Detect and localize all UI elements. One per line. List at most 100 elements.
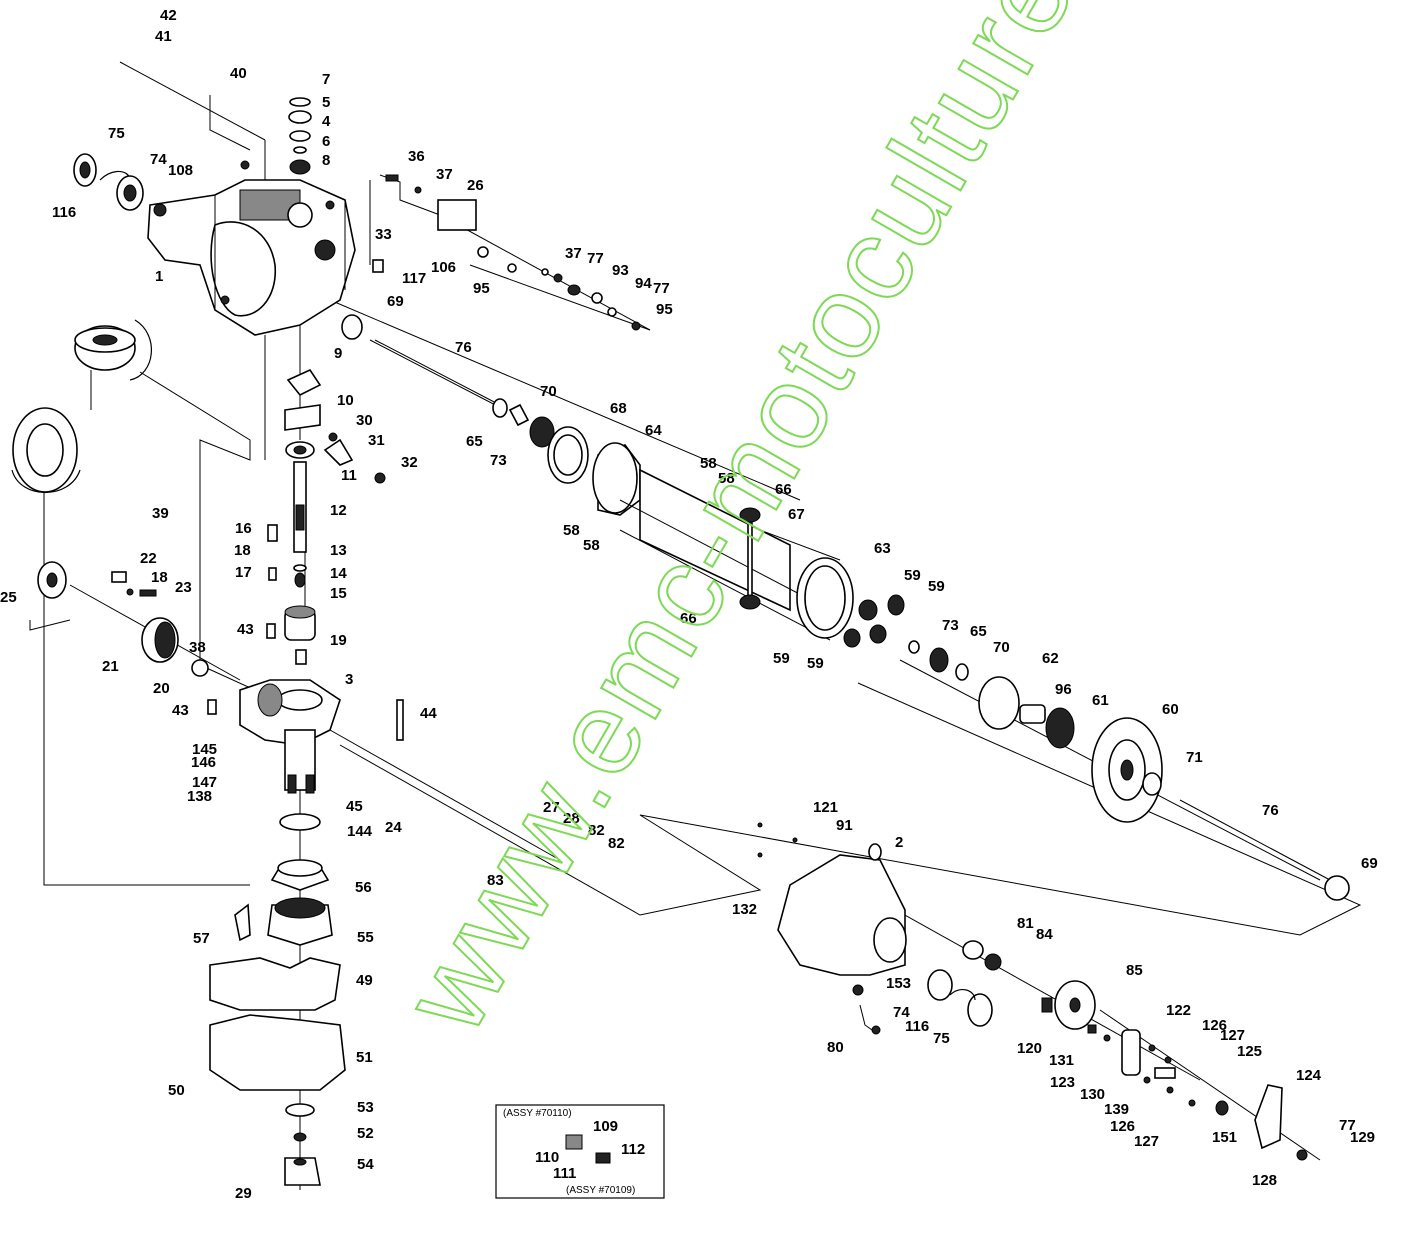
callout-label: 70	[993, 639, 1010, 656]
center-housing-part-3	[207, 679, 404, 794]
callout-label: 21	[102, 658, 119, 675]
callout-label: 20	[153, 680, 170, 697]
callout-label: 30	[356, 412, 373, 429]
callout-label: 17	[235, 564, 252, 581]
callout-label: 9	[334, 345, 342, 362]
callout-label: 38	[189, 639, 206, 656]
left-gear-stack	[111, 571, 209, 677]
callout-label: 85	[1126, 962, 1143, 979]
callout-label: 127	[1134, 1133, 1159, 1150]
callout-label: 129	[1350, 1129, 1375, 1146]
callout-label: 153	[886, 975, 911, 992]
callout-label: 7	[322, 71, 330, 88]
callout-label: 60	[1162, 701, 1179, 718]
callout-label: 146	[191, 754, 216, 771]
callout-label: 23	[175, 579, 192, 596]
inset-label-112: 112	[621, 1141, 645, 1158]
callout-label: 65	[970, 623, 987, 640]
callout-label: 43	[172, 702, 189, 719]
callout-label: 59	[928, 578, 945, 595]
callout-label: 65	[466, 433, 483, 450]
callout-label: 68	[610, 400, 627, 417]
callout-label: 45	[346, 798, 363, 815]
callout-label: 58	[700, 455, 717, 472]
lower-long-shaft-76	[1179, 799, 1350, 901]
vertical-shaft-stack	[266, 97, 386, 665]
callout-label: 74	[893, 1004, 910, 1021]
callout-label: 121	[813, 799, 838, 816]
callout-label: 138	[187, 788, 212, 805]
callout-label: 53	[357, 1099, 374, 1116]
callout-label: 14	[330, 565, 347, 582]
callout-label: 144	[347, 823, 373, 840]
callout-label: 42	[160, 7, 177, 24]
callout-label: 75	[108, 125, 125, 142]
callout-label: 116	[52, 204, 76, 221]
callout-label: 83	[487, 872, 504, 889]
callout-label: 51	[356, 1049, 373, 1066]
callout-label: 59	[773, 650, 790, 667]
callout-label: 31	[368, 432, 385, 449]
callout-label: 127	[1220, 1027, 1245, 1044]
callout-label: 13	[330, 542, 347, 559]
callout-label: 39	[152, 505, 169, 522]
callout-label: 25	[0, 589, 17, 606]
top-right-small-parts	[341, 174, 641, 340]
callout-label: 130	[1080, 1086, 1105, 1103]
thrust-bearing-assembly	[11, 319, 152, 599]
callout-label: 67	[788, 506, 805, 523]
callout-label: 93	[612, 262, 629, 279]
callout-label: 131	[1049, 1052, 1074, 1069]
callout-label: 73	[490, 452, 507, 469]
callout-label: 151	[1212, 1129, 1237, 1146]
callout-label: 55	[357, 929, 374, 946]
callout-label: 123	[1050, 1074, 1075, 1091]
callout-label: 33	[375, 226, 392, 243]
callout-label: 2	[895, 834, 903, 851]
callout-label: 63	[874, 540, 891, 557]
callout-label: 82	[588, 822, 605, 839]
callout-label: 27	[543, 799, 560, 816]
callout-label: 73	[942, 617, 959, 634]
callout-label: 52	[357, 1125, 374, 1142]
callout-label: 5	[322, 94, 330, 111]
callout-label: 126	[1202, 1017, 1227, 1034]
callout-label: 19	[330, 632, 347, 649]
callout-label: 6	[322, 133, 330, 150]
callout-label: 58	[583, 537, 600, 554]
callout-label: 29	[235, 1185, 252, 1202]
callout-label: 75	[933, 1030, 950, 1047]
callout-label: 24	[385, 819, 402, 836]
inset-label-109: 109	[593, 1118, 618, 1135]
callout-label: 41	[155, 28, 172, 45]
callout-label: 128	[1252, 1172, 1277, 1189]
differential-assembly	[547, 426, 1163, 823]
left-bearing-stack	[73, 153, 144, 211]
callout-label: 61	[1092, 692, 1109, 709]
callout-label: 70	[540, 383, 557, 400]
callout-label: 59	[807, 655, 824, 672]
callout-label: 15	[330, 585, 347, 602]
callout-label: 82	[608, 835, 625, 852]
inset-label-110: 110	[535, 1149, 559, 1166]
callout-label: 36	[408, 148, 425, 165]
callout-label: 43	[237, 621, 254, 638]
callout-label: 18	[151, 569, 168, 586]
callout-label: 147	[192, 774, 217, 791]
main-housing-part-1	[147, 160, 356, 336]
callout-label: 62	[1042, 650, 1059, 667]
callout-label: 84	[1036, 926, 1053, 943]
callout-label: 1	[155, 268, 163, 285]
callout-label: 77	[587, 250, 604, 267]
callout-label: 49	[356, 972, 373, 989]
callout-label: 116	[905, 1018, 929, 1035]
callout-label: 95	[473, 280, 490, 297]
callout-label: 66	[680, 610, 697, 627]
callout-label: 91	[836, 817, 853, 834]
assembly-inset-box: (ASSY #70110) (ASSY #70109) 109 110 112 …	[495, 1104, 665, 1199]
callout-label: 22	[140, 550, 157, 567]
callout-label: 117	[402, 270, 426, 287]
callout-label: 26	[467, 177, 484, 194]
callout-label: 10	[337, 392, 354, 409]
callout-label: 18	[234, 542, 251, 559]
